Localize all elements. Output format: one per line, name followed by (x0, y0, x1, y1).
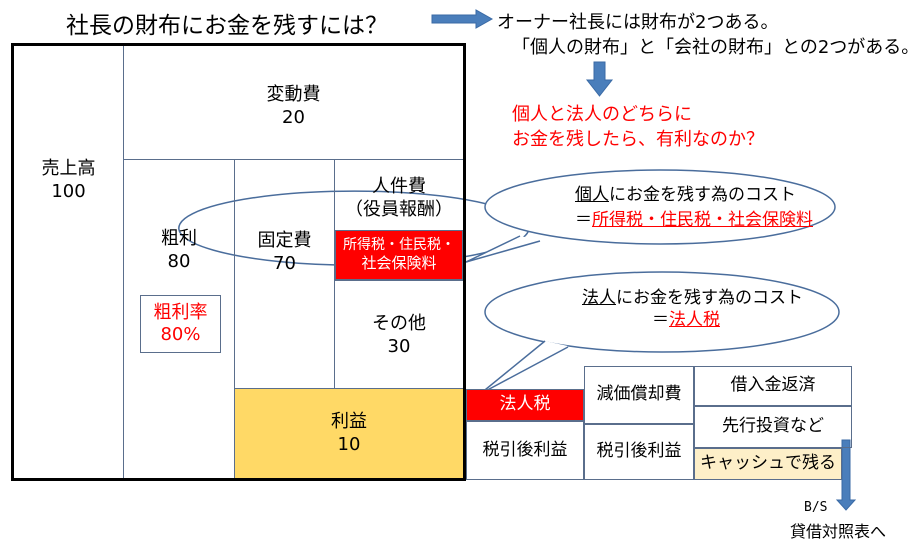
bs-label: B/S (804, 500, 828, 515)
question-line-1: 個人と法人のどちらに (512, 104, 692, 125)
other-cost-cell: その他 30 (335, 280, 463, 389)
profit-label: 利益 (331, 411, 367, 432)
variable-cost-value: 20 (282, 106, 305, 128)
personnel-cost-label: 人件費 (372, 176, 426, 197)
bubble-corporate-cost: 法人税 (669, 310, 720, 330)
bubble-personal-equals: ＝ (575, 210, 592, 230)
after-tax-profit-label-2: 税引後利益 (596, 441, 682, 462)
corporate-tax-label: 法人税 (499, 394, 551, 415)
cash-remains-label: キャッシュで残る (700, 453, 836, 474)
sales-value: 100 (51, 180, 86, 202)
question-line-2: お金を残したら、有利なのか？ (512, 129, 764, 150)
note-line-1: オーナー社長には財布が2つある。 (497, 12, 779, 33)
personal-tax-box: 所得税・住民税・ 社会保険料 (335, 230, 463, 280)
profit-value: 10 (337, 433, 361, 455)
after-tax-profit-cell-2: 税引後利益 (584, 424, 694, 480)
bubble-corporate-line-2: ＝法人税 (652, 305, 720, 330)
personnel-cost-cell: 人件費 （役員報酬） (335, 160, 463, 230)
sales-cell: 売上高 100 (14, 46, 124, 478)
loan-repayment-cell: 借入金返済 (694, 366, 852, 406)
after-tax-profit-cell-1: 税引後利益 (466, 421, 584, 480)
other-cost-value: 30 (387, 335, 411, 357)
fixed-cost-label: 固定費 (257, 230, 312, 251)
pl-frame (11, 43, 466, 481)
advance-investment-label: 先行投資など (722, 416, 824, 437)
variable-cost-cell: 変動費 20 (124, 46, 463, 160)
advance-investment-cell: 先行投資など (694, 406, 852, 448)
bubble-personal-text: にお金を残す為のコスト (609, 185, 796, 205)
gross-profit-value: 80 (167, 250, 191, 272)
corporate-tax-box: 法人税 (466, 389, 584, 421)
fixed-cost-value: 70 (273, 252, 296, 274)
profit-cell: 利益 10 (235, 389, 463, 478)
bubble-corporate-equals: ＝ (652, 310, 669, 330)
after-tax-profit-label-1: 税引後利益 (482, 439, 568, 460)
down-arrow-icon (585, 61, 614, 97)
bubble-corporate-line-1: 法人にお金を残す為のコスト (582, 283, 803, 308)
cash-remains-cell: キャッシュで残る (694, 448, 842, 480)
personal-tax-line-2: 社会保険料 (361, 254, 437, 273)
bubble-personal-line-2: ＝所得税・住民税・社会保険料 (575, 205, 813, 230)
gross-profit-cell: 粗利 80 (124, 160, 235, 478)
personnel-cost-sub: （役員報酬） (345, 198, 453, 220)
personal-tax-line-1: 所得税・住民税・ (343, 236, 455, 253)
fixed-cost-cell: 固定費 70 (235, 160, 335, 389)
sales-label: 売上高 (41, 158, 96, 179)
bubble-corporate-keyword: 法人 (582, 288, 616, 308)
variable-cost-label: 変動費 (266, 84, 321, 105)
gross-margin-box: 粗利率 80% (140, 295, 221, 353)
gross-profit-label: 粗利 (161, 228, 197, 249)
depreciation-label: 減価償却費 (596, 384, 682, 405)
gross-margin-label: 粗利率 (153, 301, 208, 323)
other-cost-label: その他 (372, 313, 426, 334)
right-arrow-icon (431, 9, 494, 29)
bubble-personal-line-1: 個人にお金を残す為のコスト (575, 180, 796, 205)
gross-margin-value: 80% (160, 324, 201, 345)
loan-repayment-label: 借入金返済 (730, 375, 816, 396)
bubble-personal-keyword: 個人 (575, 185, 609, 205)
bubble-personal-cost: 所得税・住民税・社会保険料 (592, 210, 813, 230)
bs-destination-label: 貸借対照表へ (790, 522, 887, 541)
page-title: 社長の財布にお金を残すには？ (66, 13, 388, 39)
down-arrow-bs-icon (835, 439, 857, 511)
speech-bubble-corporate (484, 271, 840, 353)
bubble-corporate-text: にお金を残す為のコスト (616, 288, 803, 308)
note-line-2: 「個人の財布」と「会社の財布」との2つがある。 (512, 37, 920, 58)
depreciation-cell: 減価償却費 (584, 366, 694, 424)
